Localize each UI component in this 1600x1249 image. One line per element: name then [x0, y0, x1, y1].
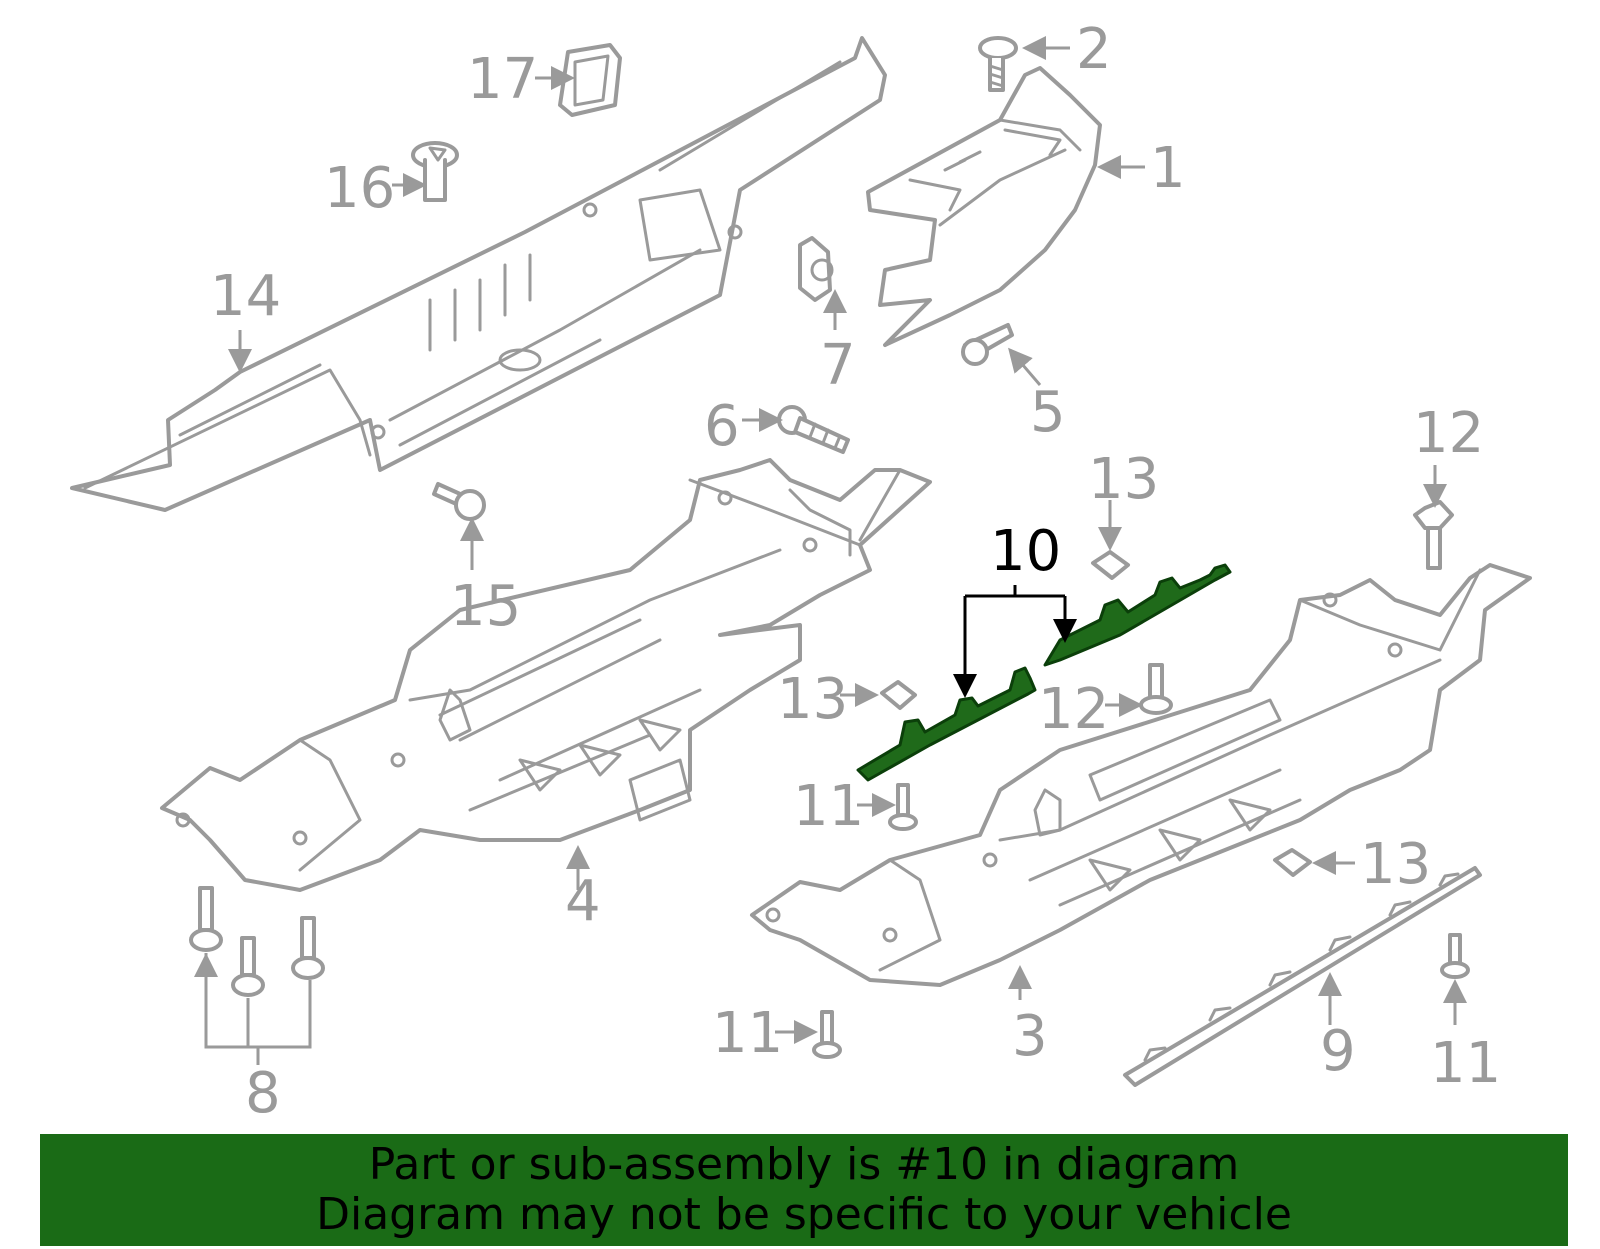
part-13-clip-upper[interactable] — [1091, 550, 1130, 580]
callout-13-upper: 13 — [1088, 447, 1159, 512]
part-4-left-bracket[interactable] — [160, 458, 932, 892]
part-9-lower-strip[interactable] — [1123, 866, 1482, 1087]
part-8-bolts[interactable] — [189, 886, 325, 997]
callout-17: 17 — [467, 47, 538, 112]
callout-9: 9 — [1320, 1019, 1356, 1084]
callout-8: 8 — [245, 1061, 281, 1126]
callout-11-a: 11 — [793, 774, 864, 839]
part-17-cap[interactable] — [558, 43, 622, 117]
callout-3: 3 — [1012, 1004, 1048, 1069]
part-13-clip-lower[interactable] — [1273, 848, 1312, 877]
part-11-pin-b[interactable] — [812, 1010, 842, 1059]
callout-13-middle: 13 — [777, 667, 848, 732]
callout-15: 15 — [450, 574, 521, 639]
banner-line-2: Diagram may not be specific to your vehi… — [316, 1189, 1292, 1240]
callout-6: 6 — [704, 394, 740, 459]
part-16-plug[interactable] — [411, 141, 459, 202]
part-10-rail-upper[interactable] — [1043, 563, 1232, 667]
part-10-rail-lower[interactable] — [856, 666, 1037, 782]
part-14-step-pad[interactable] — [70, 36, 887, 512]
callout-10: 10 — [990, 519, 1061, 584]
callout-7: 7 — [820, 333, 856, 398]
part-3-right-bracket[interactable] — [750, 563, 1532, 987]
part-15-bolt[interactable] — [432, 482, 486, 521]
part-12-bolt-upper[interactable] — [1413, 500, 1454, 570]
callout-14: 14 — [210, 264, 281, 329]
callout-13-lower: 13 — [1360, 832, 1431, 897]
part-6-bolt[interactable] — [777, 405, 850, 454]
callout-5: 5 — [1030, 380, 1066, 445]
callout-11-b: 11 — [712, 1001, 783, 1066]
callout-4: 4 — [565, 869, 601, 934]
part-12-bolt-lower[interactable] — [1139, 663, 1173, 715]
callout-1: 1 — [1150, 136, 1186, 201]
callout-12-upper: 12 — [1413, 401, 1484, 466]
part-11-pin-a[interactable] — [888, 783, 918, 831]
part-5-bolt[interactable] — [961, 323, 1014, 366]
info-banner: Part or sub-assembly is #10 in diagram D… — [40, 1134, 1568, 1246]
callout-12-lower: 12 — [1038, 677, 1109, 742]
leader-10-bracket — [965, 585, 1065, 598]
part-11-pin-c[interactable] — [1440, 933, 1470, 979]
callout-11-c: 11 — [1430, 1031, 1501, 1096]
callout-2: 2 — [1076, 17, 1112, 82]
part-2-bolt[interactable] — [978, 36, 1018, 92]
callout-16: 16 — [324, 156, 395, 221]
banner-line-1: Part or sub-assembly is #10 in diagram — [368, 1139, 1240, 1190]
part-7-clip[interactable] — [798, 236, 834, 302]
leader-5 — [1008, 347, 1042, 386]
part-13-clip-middle[interactable] — [880, 680, 917, 710]
part-1-end-cap[interactable] — [866, 66, 1102, 347]
